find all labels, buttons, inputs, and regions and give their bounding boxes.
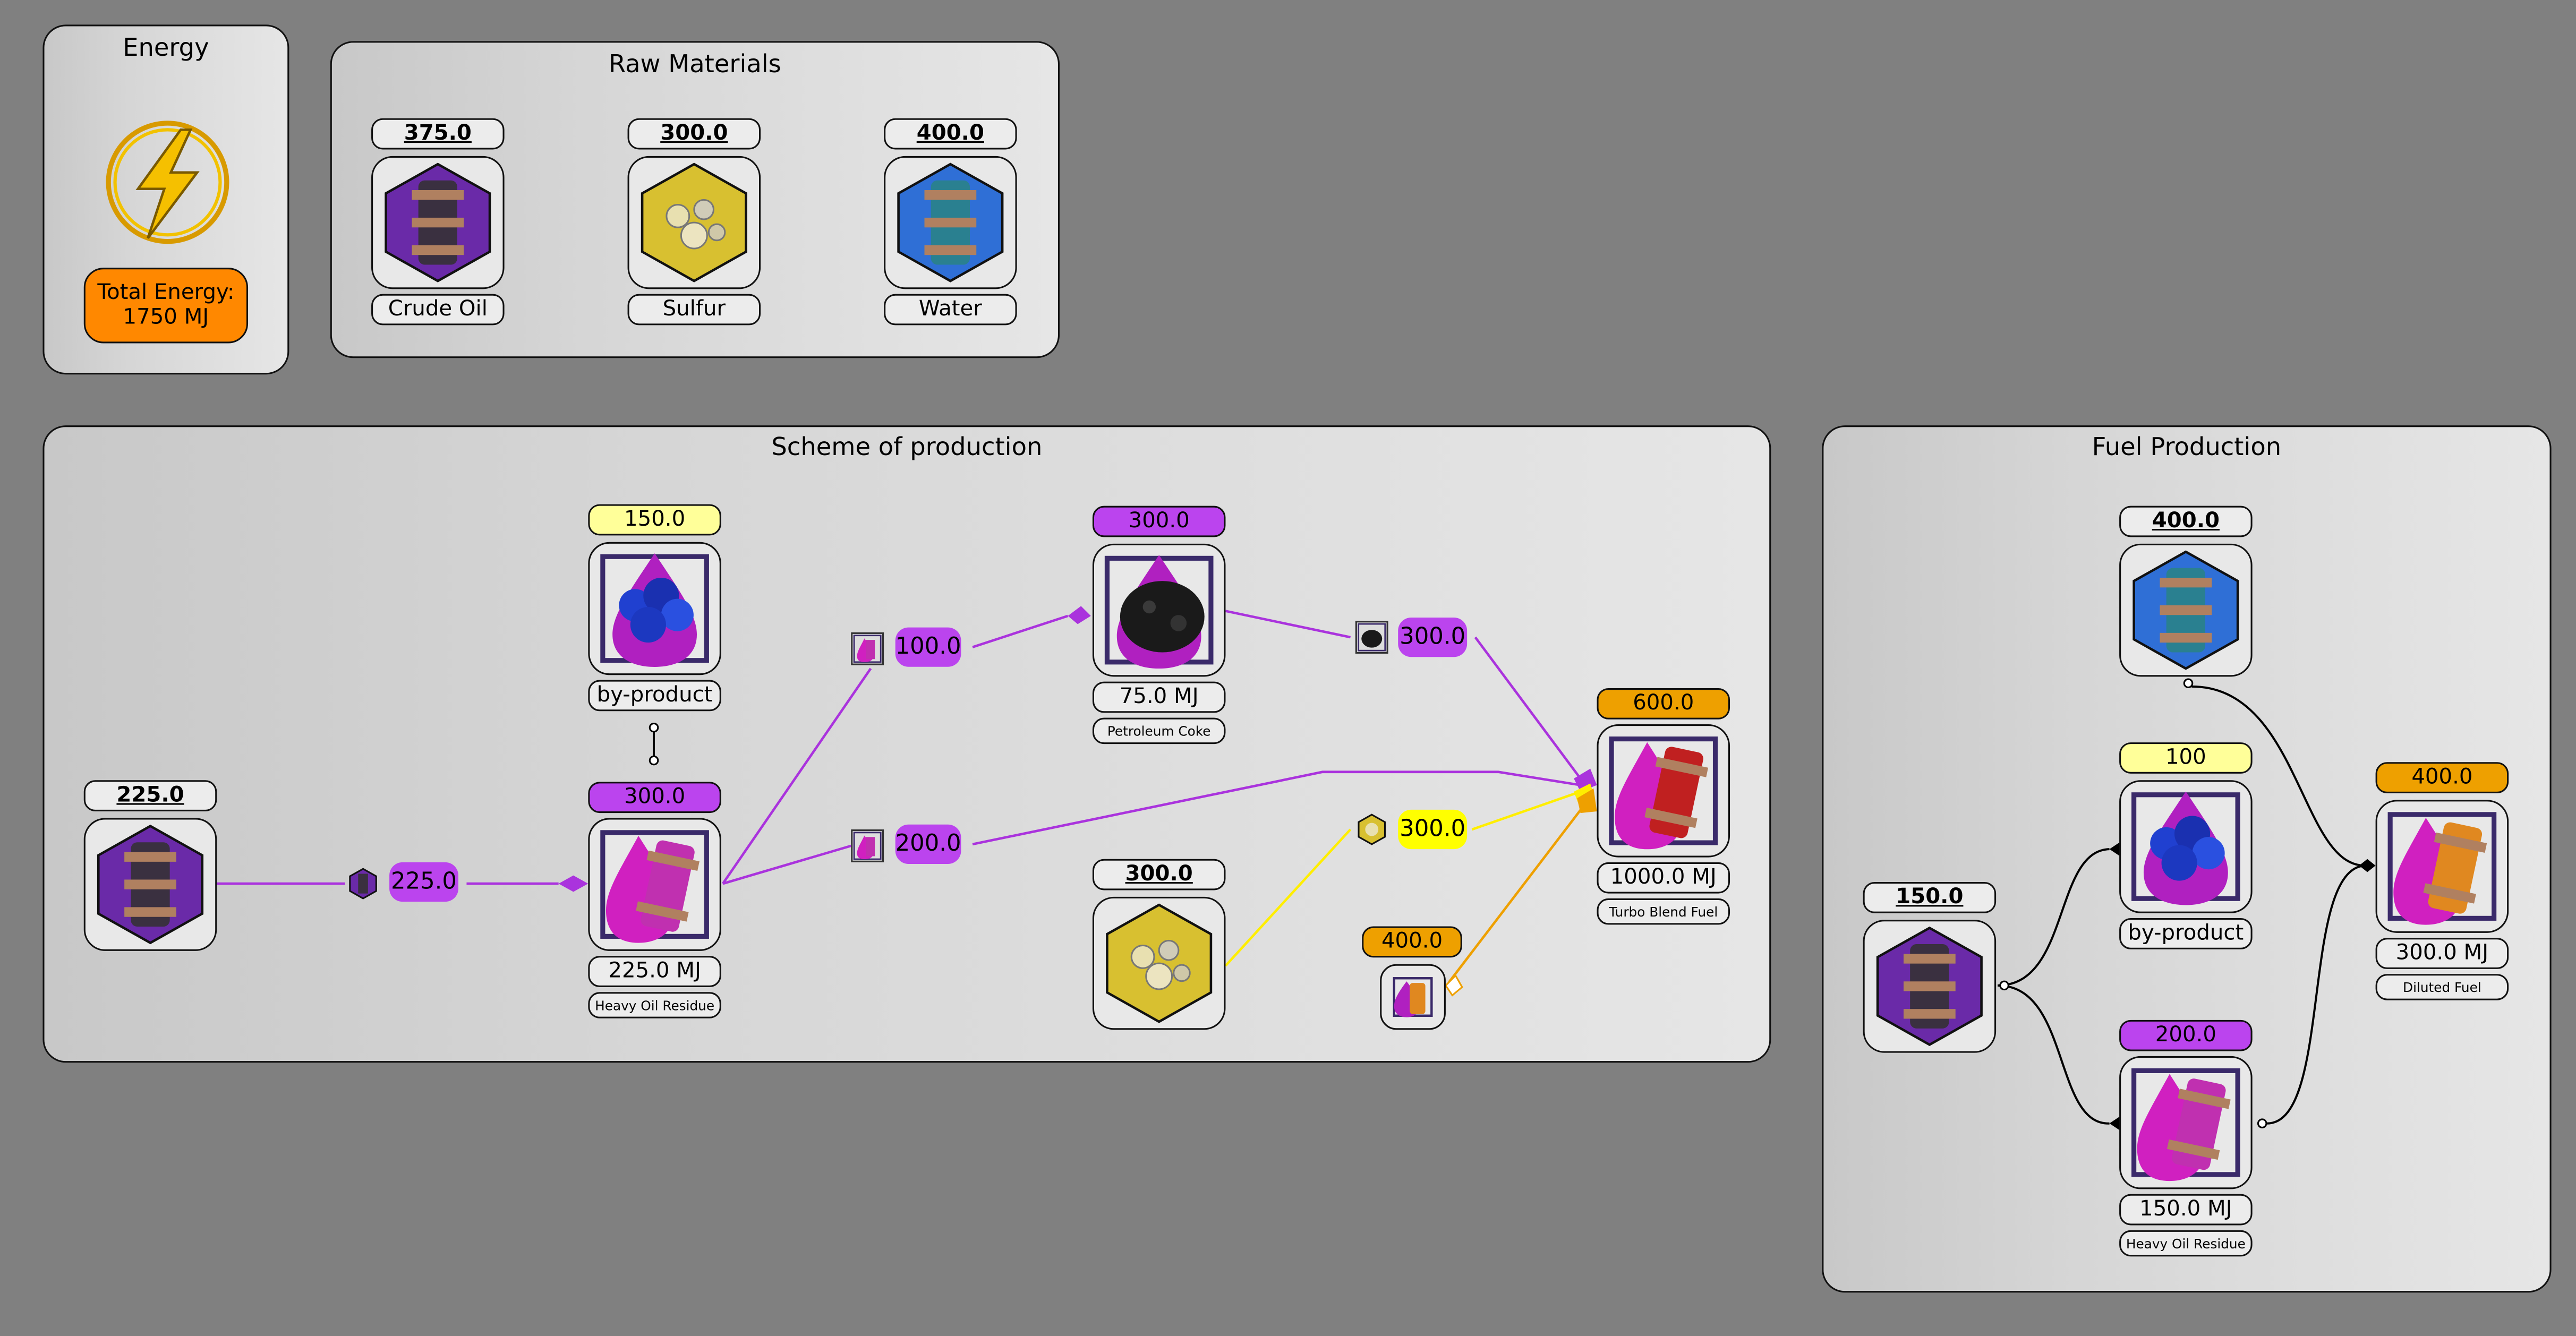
crude-oil-card[interactable] [371, 156, 505, 289]
sulfur-icon [641, 162, 747, 282]
residue-flow-icon-top [851, 632, 884, 665]
fp-crude-quantity: 150.0 [1863, 881, 1997, 913]
fp-residue-quantity: 200.0 [2119, 1020, 2253, 1051]
water-label: Water [884, 294, 1017, 326]
fp-residue-card[interactable] [2119, 1056, 2253, 1189]
coke-quantity: 300.0 [1092, 506, 1226, 537]
crude-oil-icon [1876, 926, 1983, 1046]
residue-mj: 225.0 MJ [588, 956, 721, 987]
fp-byproduct-quantity: 100 [2119, 742, 2253, 774]
scheme-crude-quantity: 225.0 [83, 780, 217, 811]
coke-name: Petroleum Coke [1092, 717, 1226, 744]
sulfur-quantity: 300.0 [627, 118, 761, 150]
water-quantity: 400.0 [884, 118, 1017, 150]
turbo-name: Turbo Blend Fuel [1597, 898, 1730, 925]
crude-oil-icon [97, 825, 204, 945]
crude-oil-quantity: 375.0 [371, 118, 505, 150]
coke-card[interactable] [1092, 543, 1226, 677]
water-card[interactable] [884, 156, 1017, 289]
scheme-crude-card[interactable] [83, 818, 217, 951]
fp-byproduct-card[interactable] [2119, 780, 2253, 913]
crude-flow-icon [347, 867, 380, 900]
byproduct-icon [600, 553, 709, 667]
diluted-mj: 300.0 MJ [2375, 938, 2509, 969]
coke-flow-value: 300.0 [1398, 618, 1468, 657]
scheme-sulfur-card[interactable] [1092, 896, 1226, 1030]
scheme-panel: Scheme of production [42, 425, 1771, 1063]
petroleum-coke-icon [1104, 555, 1214, 669]
fuel-production-title: Fuel Production [2092, 432, 2282, 462]
fp-residue-name: Heavy Oil Residue [2119, 1230, 2253, 1257]
sulfur-icon [1106, 903, 1213, 1023]
heavy-oil-residue-icon [600, 830, 709, 943]
residue-name: Heavy Oil Residue [588, 992, 721, 1018]
diluted-name: Diluted Fuel [2375, 974, 2509, 1000]
turbo-mj: 1000.0 MJ [1597, 862, 1730, 894]
lightning-icon [102, 117, 233, 248]
byproduct-quantity: 150.0 [588, 504, 721, 536]
fp-byproduct-label: by-product [2119, 918, 2253, 949]
crude-oil-label: Crude Oil [371, 294, 505, 326]
coke-flow-icon [1355, 621, 1388, 654]
fuel-quantity: 400.0 [1362, 926, 1462, 958]
diluted-card[interactable] [2375, 800, 2509, 933]
energy-title: Energy [123, 32, 209, 63]
energy-panel: Energy Total Energy: 1750 MJ [42, 24, 289, 375]
water-icon [2133, 550, 2239, 670]
turbo-blend-fuel-icon [1609, 736, 1718, 850]
raw-materials-title: Raw Materials [608, 49, 781, 79]
fp-water-card[interactable] [2119, 543, 2253, 677]
crude-oil-icon [385, 162, 491, 282]
flow-to-coke-value: 100.0 [895, 627, 961, 667]
byproduct-label: by-product [588, 680, 721, 712]
fp-crude-card[interactable] [1863, 920, 1997, 1053]
heavy-oil-residue-icon [2131, 1068, 2240, 1181]
residue-card[interactable] [588, 818, 721, 951]
turbo-quantity: 600.0 [1597, 688, 1730, 720]
flow-to-turbo-value: 200.0 [895, 824, 961, 864]
sulfur-label: Sulfur [627, 294, 761, 326]
byproduct-icon [2131, 791, 2240, 905]
turbo-card[interactable] [1597, 724, 1730, 858]
diluted-fuel-icon [2387, 812, 2497, 925]
sulfur-flow-icon [1355, 813, 1388, 846]
sulfur-flow-value: 300.0 [1398, 809, 1468, 850]
total-energy-badge: Total Energy: 1750 MJ [83, 268, 249, 344]
coke-mj: 75.0 MJ [1092, 681, 1226, 713]
fp-residue-mj: 150.0 MJ [2119, 1194, 2253, 1226]
scheme-title: Scheme of production [771, 432, 1043, 462]
crude-flow-value: 225.0 [389, 862, 458, 902]
fuel-card[interactable] [1380, 964, 1446, 1030]
sulfur-card[interactable] [627, 156, 761, 289]
residue-flow-icon-bottom [851, 829, 884, 862]
residue-quantity: 300.0 [588, 782, 721, 813]
fp-water-quantity: 400.0 [2119, 506, 2253, 537]
diluted-quantity: 400.0 [2375, 762, 2509, 793]
byproduct-card[interactable] [588, 542, 721, 675]
water-icon [897, 162, 1004, 282]
scheme-sulfur-quantity: 300.0 [1092, 859, 1226, 890]
fuel-icon [1393, 977, 1433, 1017]
